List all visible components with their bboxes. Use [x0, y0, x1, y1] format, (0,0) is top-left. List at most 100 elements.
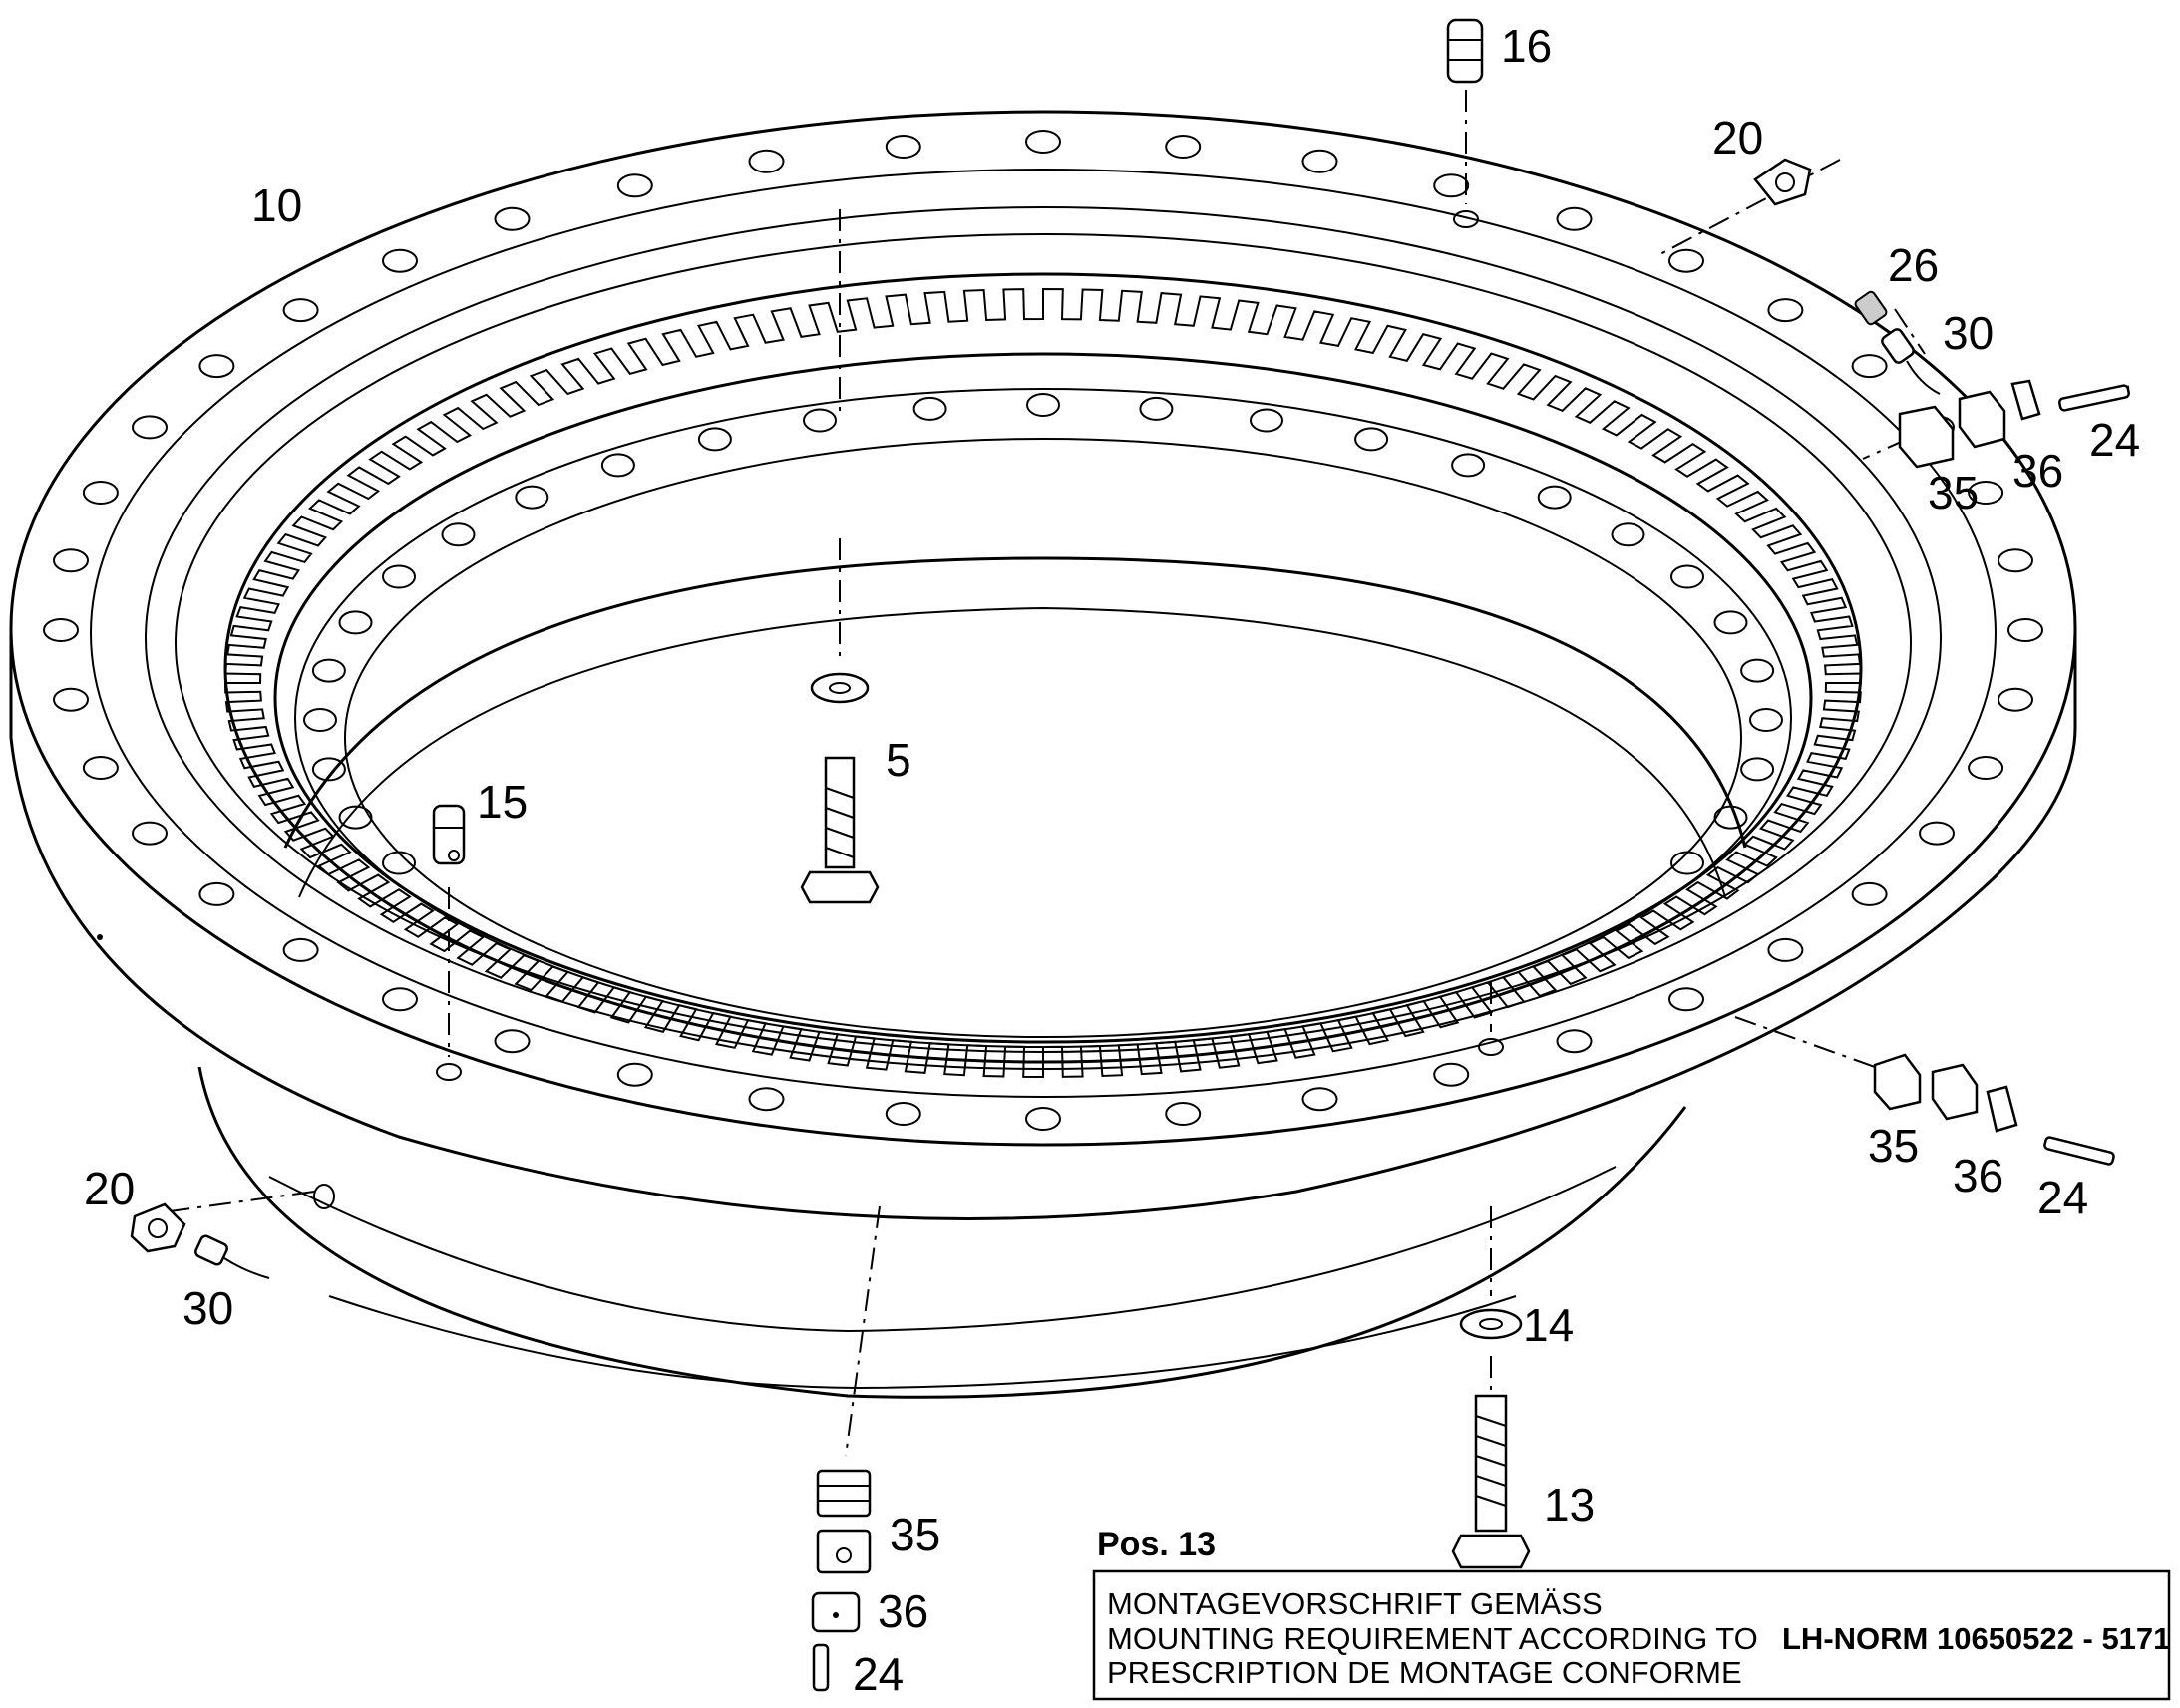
callout-30-bottom: 30 — [182, 1282, 233, 1334]
callout-10: 10 — [251, 179, 302, 231]
hose-30-bottom — [194, 1234, 270, 1279]
bolt-hole — [697, 427, 732, 452]
bolt-hole — [1556, 206, 1593, 231]
grease-nipple-15 — [432, 804, 466, 865]
callout-20-top: 20 — [1712, 112, 1763, 164]
bolt-hole — [382, 564, 416, 589]
callout-24-top: 24 — [2089, 414, 2140, 466]
callout-36-top: 36 — [2012, 445, 2063, 497]
bolt-hole — [912, 396, 947, 421]
bolt-hole — [311, 757, 346, 782]
callout-labels: 10 16 20 26 30 24 35 36 5 15 20 30 35 36… — [84, 20, 2140, 1700]
pos-title: Pos. 13 — [1097, 1526, 1216, 1563]
bolt-hole — [198, 881, 235, 906]
note-line-de: MONTAGEVORSCHRIFT GEMÄSS — [1107, 1586, 1603, 1621]
grease-nipple-16 — [1446, 18, 1484, 84]
bolt-hole — [1767, 298, 1804, 323]
bolt-13 — [1451, 1394, 1531, 1569]
bolt-hole — [1433, 1062, 1470, 1087]
bolt-hole — [1767, 937, 1804, 962]
bolt-hole — [53, 548, 89, 573]
centre-lines — [169, 90, 1926, 1457]
callout-30-top: 30 — [1943, 307, 1994, 359]
washer-14 — [1459, 1308, 1523, 1340]
bolt-hole — [382, 248, 418, 273]
bolt-hole — [515, 485, 549, 510]
bolt-hole — [1433, 173, 1470, 198]
bolt-hole — [1998, 548, 2033, 573]
bolt-hole — [748, 149, 785, 173]
bolt-hole — [885, 1102, 921, 1126]
callout-14: 14 — [1523, 1299, 1574, 1351]
bolt-hole — [494, 1029, 531, 1054]
bolt-hole — [1556, 1029, 1593, 1054]
fitting-20-top — [1753, 158, 1812, 206]
bolt-hole — [303, 708, 337, 732]
bolt-hole — [1165, 135, 1202, 159]
bolt-hole — [1968, 756, 2004, 780]
note-box — [1092, 1569, 2171, 1701]
bolt-hole — [132, 415, 168, 440]
bolt-hole — [1851, 881, 1888, 906]
bolt-hole — [2007, 618, 2043, 642]
bolt-hole — [82, 481, 119, 505]
bolt-hole — [1537, 485, 1572, 510]
bolt-hole — [1025, 130, 1061, 154]
bolt-hole — [338, 805, 373, 830]
callout-36-right: 36 — [1953, 1150, 2003, 1201]
bolt-hole — [1749, 708, 1783, 732]
callout-36-bottom: 36 — [878, 1585, 928, 1637]
bolt-hole — [1611, 522, 1645, 547]
bolt-hole — [600, 453, 635, 478]
bolt-hole — [43, 618, 79, 642]
callout-20-bottom: 20 — [84, 1163, 135, 1214]
bolt-hole — [1668, 248, 1704, 273]
bolt-hole — [311, 658, 346, 683]
callout-35-bottom: 35 — [890, 1509, 940, 1560]
callout-5: 5 — [886, 734, 911, 786]
bolt-hole — [198, 354, 235, 379]
clamp-group-bottom — [811, 1469, 872, 1692]
bolt-hole — [1670, 851, 1704, 875]
bolt-hole — [616, 1062, 653, 1087]
bolt-hole — [1919, 821, 1955, 846]
slewing-ring — [9, 110, 2077, 1399]
bolt-hole — [1713, 610, 1748, 635]
bolt-hole — [1998, 687, 2033, 712]
bolt-hole — [441, 522, 476, 547]
plug-26 — [1854, 290, 1888, 326]
bolt-hole — [1354, 427, 1389, 452]
note-line-fr: PRESCRIPTION DE MONTAGE CONFORME — [1107, 1655, 1742, 1690]
callout-13: 13 — [1544, 1479, 1595, 1531]
bolt-hole — [1740, 757, 1775, 782]
bolt-hole — [748, 1087, 785, 1112]
bolt-hole — [1165, 1102, 1202, 1126]
note-norm: LH-NORM 10650522 - 5171 — [1782, 1621, 2170, 1656]
bolt-hole — [885, 135, 921, 159]
bolt-hole — [1025, 1107, 1061, 1131]
bolt-hole — [803, 408, 837, 433]
bolt-hole — [1713, 805, 1748, 830]
bolt-hole — [282, 298, 319, 323]
bolt-hole — [1670, 564, 1704, 589]
bolt-hole — [82, 756, 119, 780]
mounting-note: Pos. 13 MONTAGEVORSCHRIFT GEMÄSS MOUNTIN… — [1092, 1526, 2171, 1701]
bolt-hole — [53, 687, 89, 712]
bolt-hole — [282, 937, 319, 962]
washer-5 — [810, 672, 870, 704]
bolt-hole — [1668, 987, 1704, 1012]
hose-30-top — [1881, 328, 1941, 395]
callout-16: 16 — [1501, 20, 1552, 72]
clamp-group-top — [1898, 379, 2130, 469]
bolt-hole — [1250, 408, 1283, 433]
bolt-hole — [1301, 149, 1338, 173]
bolt-hole — [1026, 393, 1060, 417]
callout-24-right: 24 — [2037, 1172, 2088, 1223]
bolt-hole — [382, 851, 416, 875]
bolt-hole — [132, 821, 168, 846]
bolt-hole — [1301, 1087, 1338, 1112]
callout-24-bottom: 24 — [853, 1648, 904, 1700]
bolt-hole — [1968, 481, 2004, 505]
fitting-20-bottom — [130, 1202, 186, 1253]
